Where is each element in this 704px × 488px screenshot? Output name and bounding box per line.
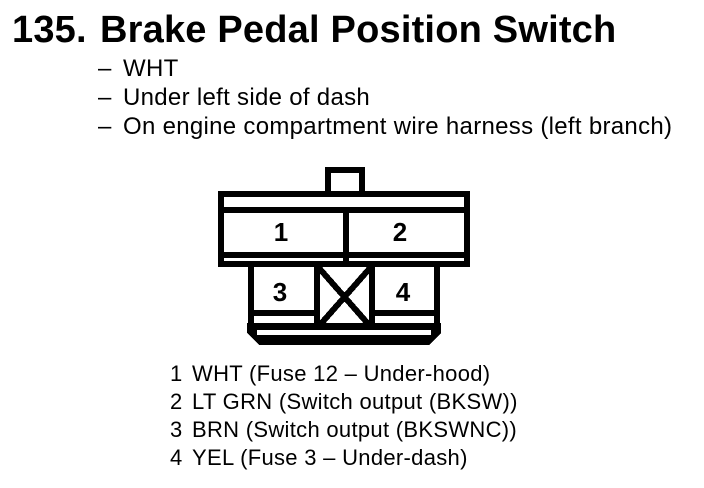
note-text: WHT — [123, 55, 179, 82]
pin-number: 3 — [170, 417, 183, 442]
note-text: On engine compartment wire harness (left… — [123, 113, 673, 140]
pin-1-label: 1 — [274, 217, 288, 247]
pin-description: BRN (Switch output (BKSWNC)) — [192, 417, 518, 442]
note-line: – On engine compartment wire harness (le… — [98, 112, 672, 141]
pin-description: WHT (Fuse 12 – Under-hood) — [192, 361, 491, 386]
note-line: – WHT — [98, 54, 672, 83]
pin-3-label: 3 — [273, 277, 287, 307]
connector-tab — [325, 167, 365, 197]
location-notes: – WHT – Under left side of dash – On eng… — [98, 54, 672, 141]
pin-row: 3 BRN (Switch output (BKSWNC)) — [170, 416, 518, 444]
blocked-cavity-x-icon — [314, 264, 375, 328]
pin-2-label: 2 — [393, 217, 407, 247]
connector-base-groove — [257, 330, 431, 335]
page-title: Brake Pedal Position Switch — [100, 9, 617, 51]
note-line: – Under left side of dash — [98, 83, 672, 112]
pin-row: 1 WHT (Fuse 12 – Under-hood) — [170, 360, 518, 388]
connector-figure: 1 2 3 4 — [218, 167, 470, 345]
dash-bullet: – — [98, 84, 112, 111]
pin-row: 4 YEL (Fuse 3 – Under-dash) — [170, 444, 518, 472]
pin-number: 2 — [170, 389, 183, 414]
pin-4-label: 4 — [396, 277, 411, 307]
connector-diagram: 1 2 3 4 — [210, 158, 470, 353]
note-text: Under left side of dash — [123, 84, 371, 111]
section-number: 135. — [12, 9, 87, 51]
pin-number: 4 — [170, 445, 183, 470]
pin-legend: 1 WHT (Fuse 12 – Under-hood) 2 LT GRN (S… — [170, 360, 518, 472]
section-heading: 135. Brake Pedal Position Switch — [0, 8, 704, 52]
pin-number: 1 — [170, 361, 183, 386]
dash-bullet: – — [98, 55, 112, 82]
dash-bullet: – — [98, 113, 112, 140]
pin-description: YEL (Fuse 3 – Under-dash) — [192, 445, 468, 470]
pin-row: 2 LT GRN (Switch output (BKSW)) — [170, 388, 518, 416]
pin-description: LT GRN (Switch output (BKSW)) — [192, 389, 518, 414]
